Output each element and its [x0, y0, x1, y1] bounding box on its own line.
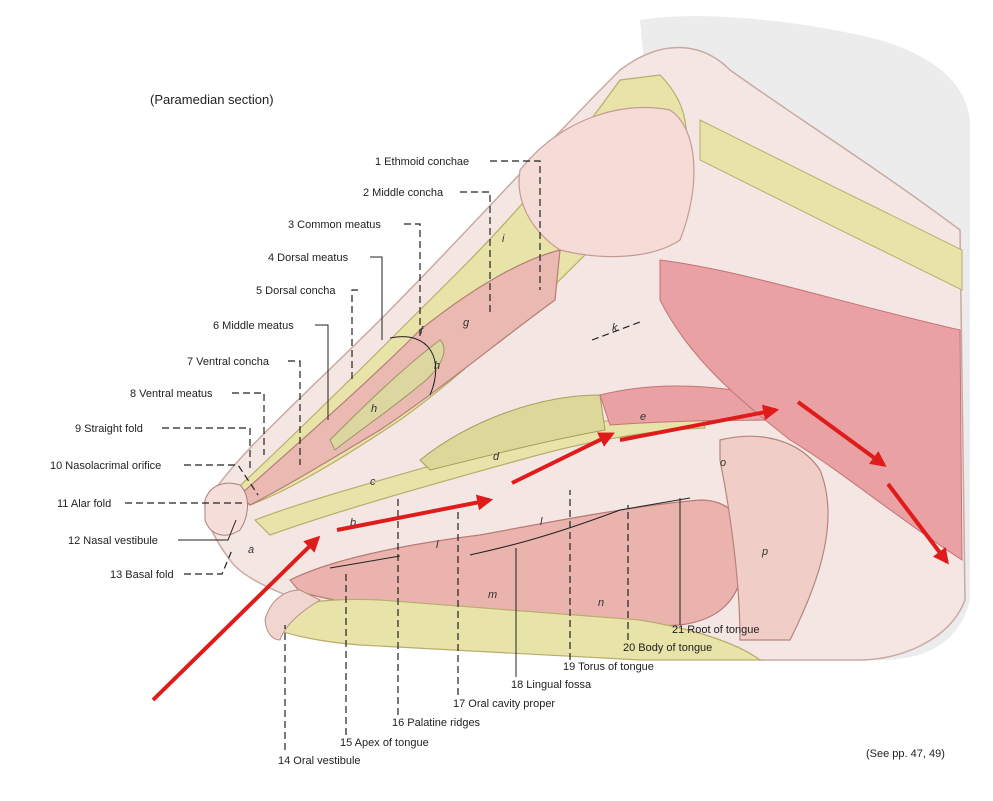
mandible: [269, 598, 762, 661]
letter-p: p: [761, 546, 768, 558]
cervical-yellow-band: [699, 119, 963, 291]
page-reference: (See pp. 47, 49): [866, 748, 945, 760]
label-basal-fold: 13 Basal fold: [110, 569, 174, 581]
arrow-palate-1: [336, 494, 494, 532]
section-heading: (Paramedian section): [150, 92, 274, 107]
label-ventral-meatus: 8 Ventral meatus: [130, 388, 213, 400]
label-nasolacrimal-orifice: 10 Nasolacrimal orifice: [50, 460, 161, 472]
label-ethmoid-conchae: 1 Ethmoid conchae: [375, 156, 469, 168]
label-dorsal-concha: 5 Dorsal concha: [256, 285, 336, 297]
hard-palate: [253, 411, 706, 536]
label-middle-concha: 2 Middle concha: [363, 187, 444, 199]
label-common-meatus: 3 Common meatus: [288, 219, 381, 231]
arrow-palate-3: [619, 404, 780, 442]
letter-k: k: [612, 322, 618, 334]
label-list: 1 Ethmoid conchae 2 Middle concha 3 Comm…: [50, 156, 759, 767]
letter-e: e: [640, 411, 646, 423]
letter-g: g: [463, 317, 470, 329]
label-torus-of-tongue: 19 Torus of tongue: [563, 661, 654, 673]
arrow-esophagus: [886, 482, 949, 565]
label-lingual-fossa: 18 Lingual fossa: [511, 679, 592, 691]
letter-f: f: [420, 325, 424, 337]
label-oral-vestibule: 14 Oral vestibule: [278, 755, 361, 767]
label-body-of-tongue: 20 Body of tongue: [623, 642, 712, 654]
flow-arrows: [151, 400, 949, 702]
arrow-entry: [151, 535, 321, 702]
label-alar-fold: 11 Alar fold: [57, 498, 111, 510]
label-oral-cavity-proper: 17 Oral cavity proper: [453, 698, 555, 710]
label-ventral-concha: 7 Ventral concha: [187, 356, 270, 368]
label-nasal-vestibule: 12 Nasal vestibule: [68, 535, 158, 547]
lower-lip: [264, 589, 322, 641]
letter-d: d: [493, 451, 500, 463]
letter-a: a: [248, 544, 254, 556]
label-middle-meatus: 6 Middle meatus: [213, 320, 294, 332]
arrow-pharynx: [796, 400, 887, 467]
letter-o: o: [720, 457, 726, 469]
letter-h1: h: [434, 360, 440, 372]
letter-l1: l: [436, 539, 439, 551]
label-palatine-ridges: 16 Palatine ridges: [392, 717, 481, 729]
letter-h2: h: [371, 403, 377, 415]
label-dorsal-meatus: 4 Dorsal meatus: [268, 252, 349, 264]
dorsal-concha-shape: [329, 339, 445, 451]
label-apex-of-tongue: 15 Apex of tongue: [340, 737, 429, 749]
ethmoid-region: [518, 106, 695, 258]
letter-c: c: [370, 476, 376, 488]
letter-b: b: [350, 517, 356, 529]
label-straight-fold: 9 Straight fold: [75, 423, 143, 435]
larynx: [719, 435, 829, 641]
letter-m: m: [488, 589, 497, 601]
label-root-of-tongue: 21 Root of tongue: [672, 624, 759, 636]
letter-n: n: [598, 597, 604, 609]
nostril: [204, 482, 248, 536]
maxilla-bone: [419, 394, 606, 471]
arrow-palate-2: [511, 432, 615, 485]
letter-l2: l: [540, 516, 543, 528]
head-illustration: [204, 16, 970, 661]
letter-i: i: [502, 233, 505, 245]
leader-lines: [125, 160, 691, 750]
structure-letters: a b c d e f g h h i k l l m n o p: [248, 233, 768, 609]
